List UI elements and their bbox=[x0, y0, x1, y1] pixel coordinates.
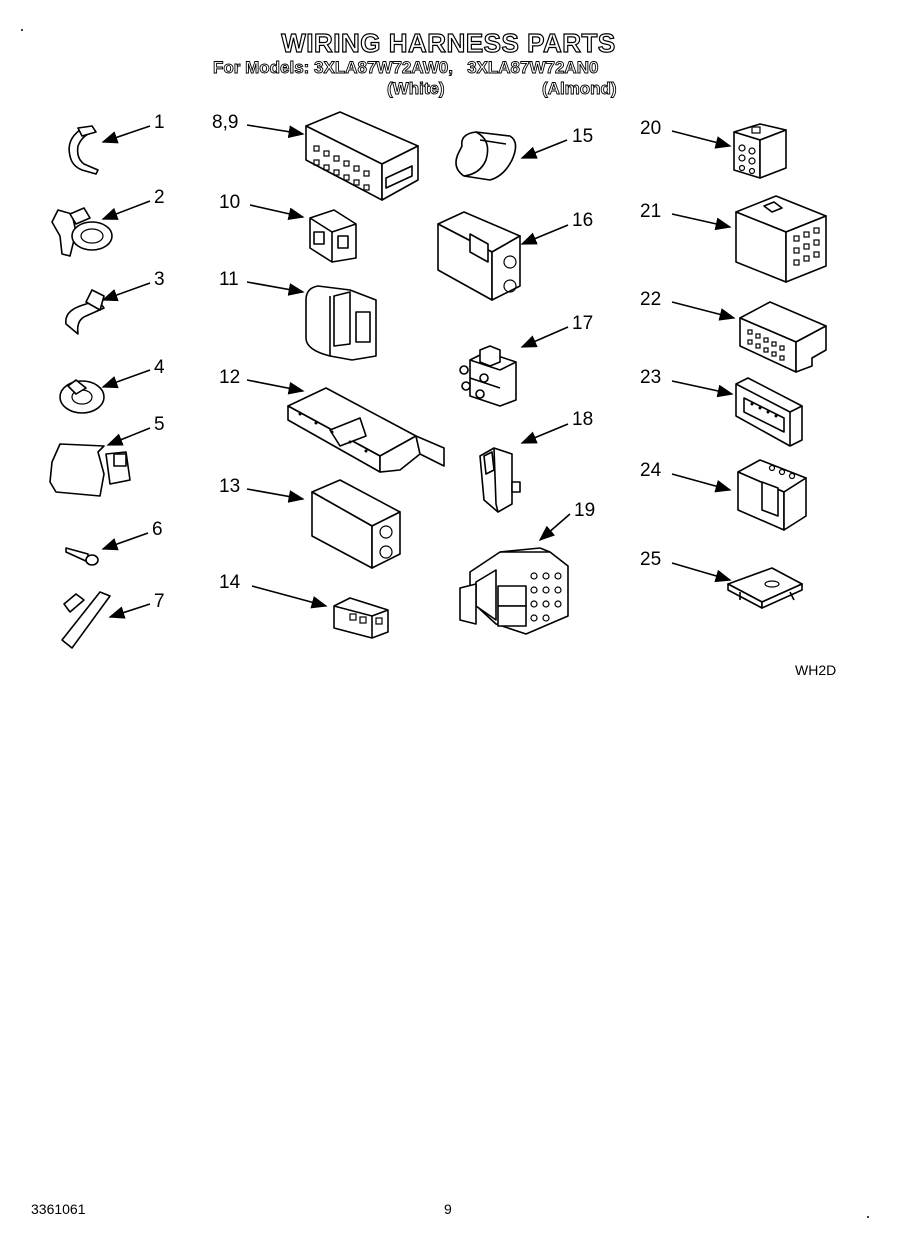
part-11-housing bbox=[305, 285, 377, 361]
part-4-ring bbox=[59, 379, 105, 414]
label-part-23: 23 bbox=[640, 367, 662, 388]
label-part-20: 20 bbox=[640, 118, 662, 139]
part-21-connector bbox=[735, 195, 827, 283]
part-16-housing bbox=[437, 211, 521, 301]
label-part-18: 18 bbox=[572, 409, 594, 430]
part-8-9-connector bbox=[305, 111, 419, 201]
label-part-19: 19 bbox=[574, 500, 596, 521]
part-22-connector bbox=[739, 301, 827, 373]
label-part-4: 4 bbox=[154, 357, 165, 378]
model-white-label: (White) bbox=[387, 79, 445, 99]
part-19-pins bbox=[530, 572, 562, 622]
part-3-clip bbox=[64, 289, 105, 335]
part-13-housing bbox=[311, 479, 401, 569]
label-part-13: 13 bbox=[219, 476, 241, 497]
part-10-connector bbox=[309, 209, 357, 263]
label-part-11: 11 bbox=[219, 269, 239, 290]
model-almond-label: (Almond) bbox=[542, 79, 617, 99]
part-2-clamp bbox=[51, 207, 113, 257]
part-8-9-pins bbox=[313, 145, 370, 191]
leader-arrows bbox=[101, 124, 736, 619]
models-line: For Models: 3XLA87W72AW0, 3XLA87W72AN0 bbox=[213, 58, 599, 78]
label-part-24: 24 bbox=[640, 460, 662, 481]
part-12-strip bbox=[287, 387, 445, 473]
part-20-connector bbox=[733, 123, 787, 179]
part-5-bracket bbox=[49, 443, 131, 497]
part-18-latch bbox=[479, 447, 521, 513]
label-part-21: 21 bbox=[640, 201, 662, 222]
label-part-12: 12 bbox=[219, 367, 241, 388]
diagram-code: WH2D bbox=[795, 662, 837, 678]
part-1-clip bbox=[68, 125, 99, 175]
part-7-strip bbox=[61, 591, 111, 649]
part-14-connector bbox=[333, 597, 389, 639]
part-17-terminal-block bbox=[459, 345, 517, 407]
label-part-17: 17 bbox=[572, 313, 594, 334]
label-part-3: 3 bbox=[154, 269, 165, 290]
document-number: 3361061 bbox=[31, 1201, 86, 1217]
label-part-6: 6 bbox=[152, 519, 163, 540]
part-19-connector bbox=[459, 547, 569, 635]
label-part-8-9: 8,9 bbox=[212, 112, 239, 133]
part-24-connector bbox=[737, 459, 807, 531]
label-part-10: 10 bbox=[219, 192, 241, 213]
part-15-sleeve bbox=[455, 131, 517, 181]
label-part-5: 5 bbox=[154, 414, 165, 435]
label-part-14: 14 bbox=[219, 572, 241, 593]
page-title: WIRING HARNESS PARTS bbox=[281, 27, 616, 58]
label-part-22: 22 bbox=[640, 289, 662, 310]
page-number: 9 bbox=[444, 1201, 452, 1217]
label-part-15: 15 bbox=[572, 126, 594, 147]
label-part-25: 25 bbox=[640, 549, 662, 570]
label-part-16: 16 bbox=[572, 210, 594, 231]
part-25-plate bbox=[727, 567, 803, 609]
part-21-pins bbox=[793, 227, 820, 266]
part-23-connector bbox=[735, 377, 803, 447]
label-part-1: 1 bbox=[154, 112, 165, 133]
part-6-screw bbox=[65, 547, 99, 566]
part-22-pins bbox=[747, 329, 785, 361]
label-part-2: 2 bbox=[154, 187, 165, 208]
label-part-7: 7 bbox=[154, 591, 165, 612]
